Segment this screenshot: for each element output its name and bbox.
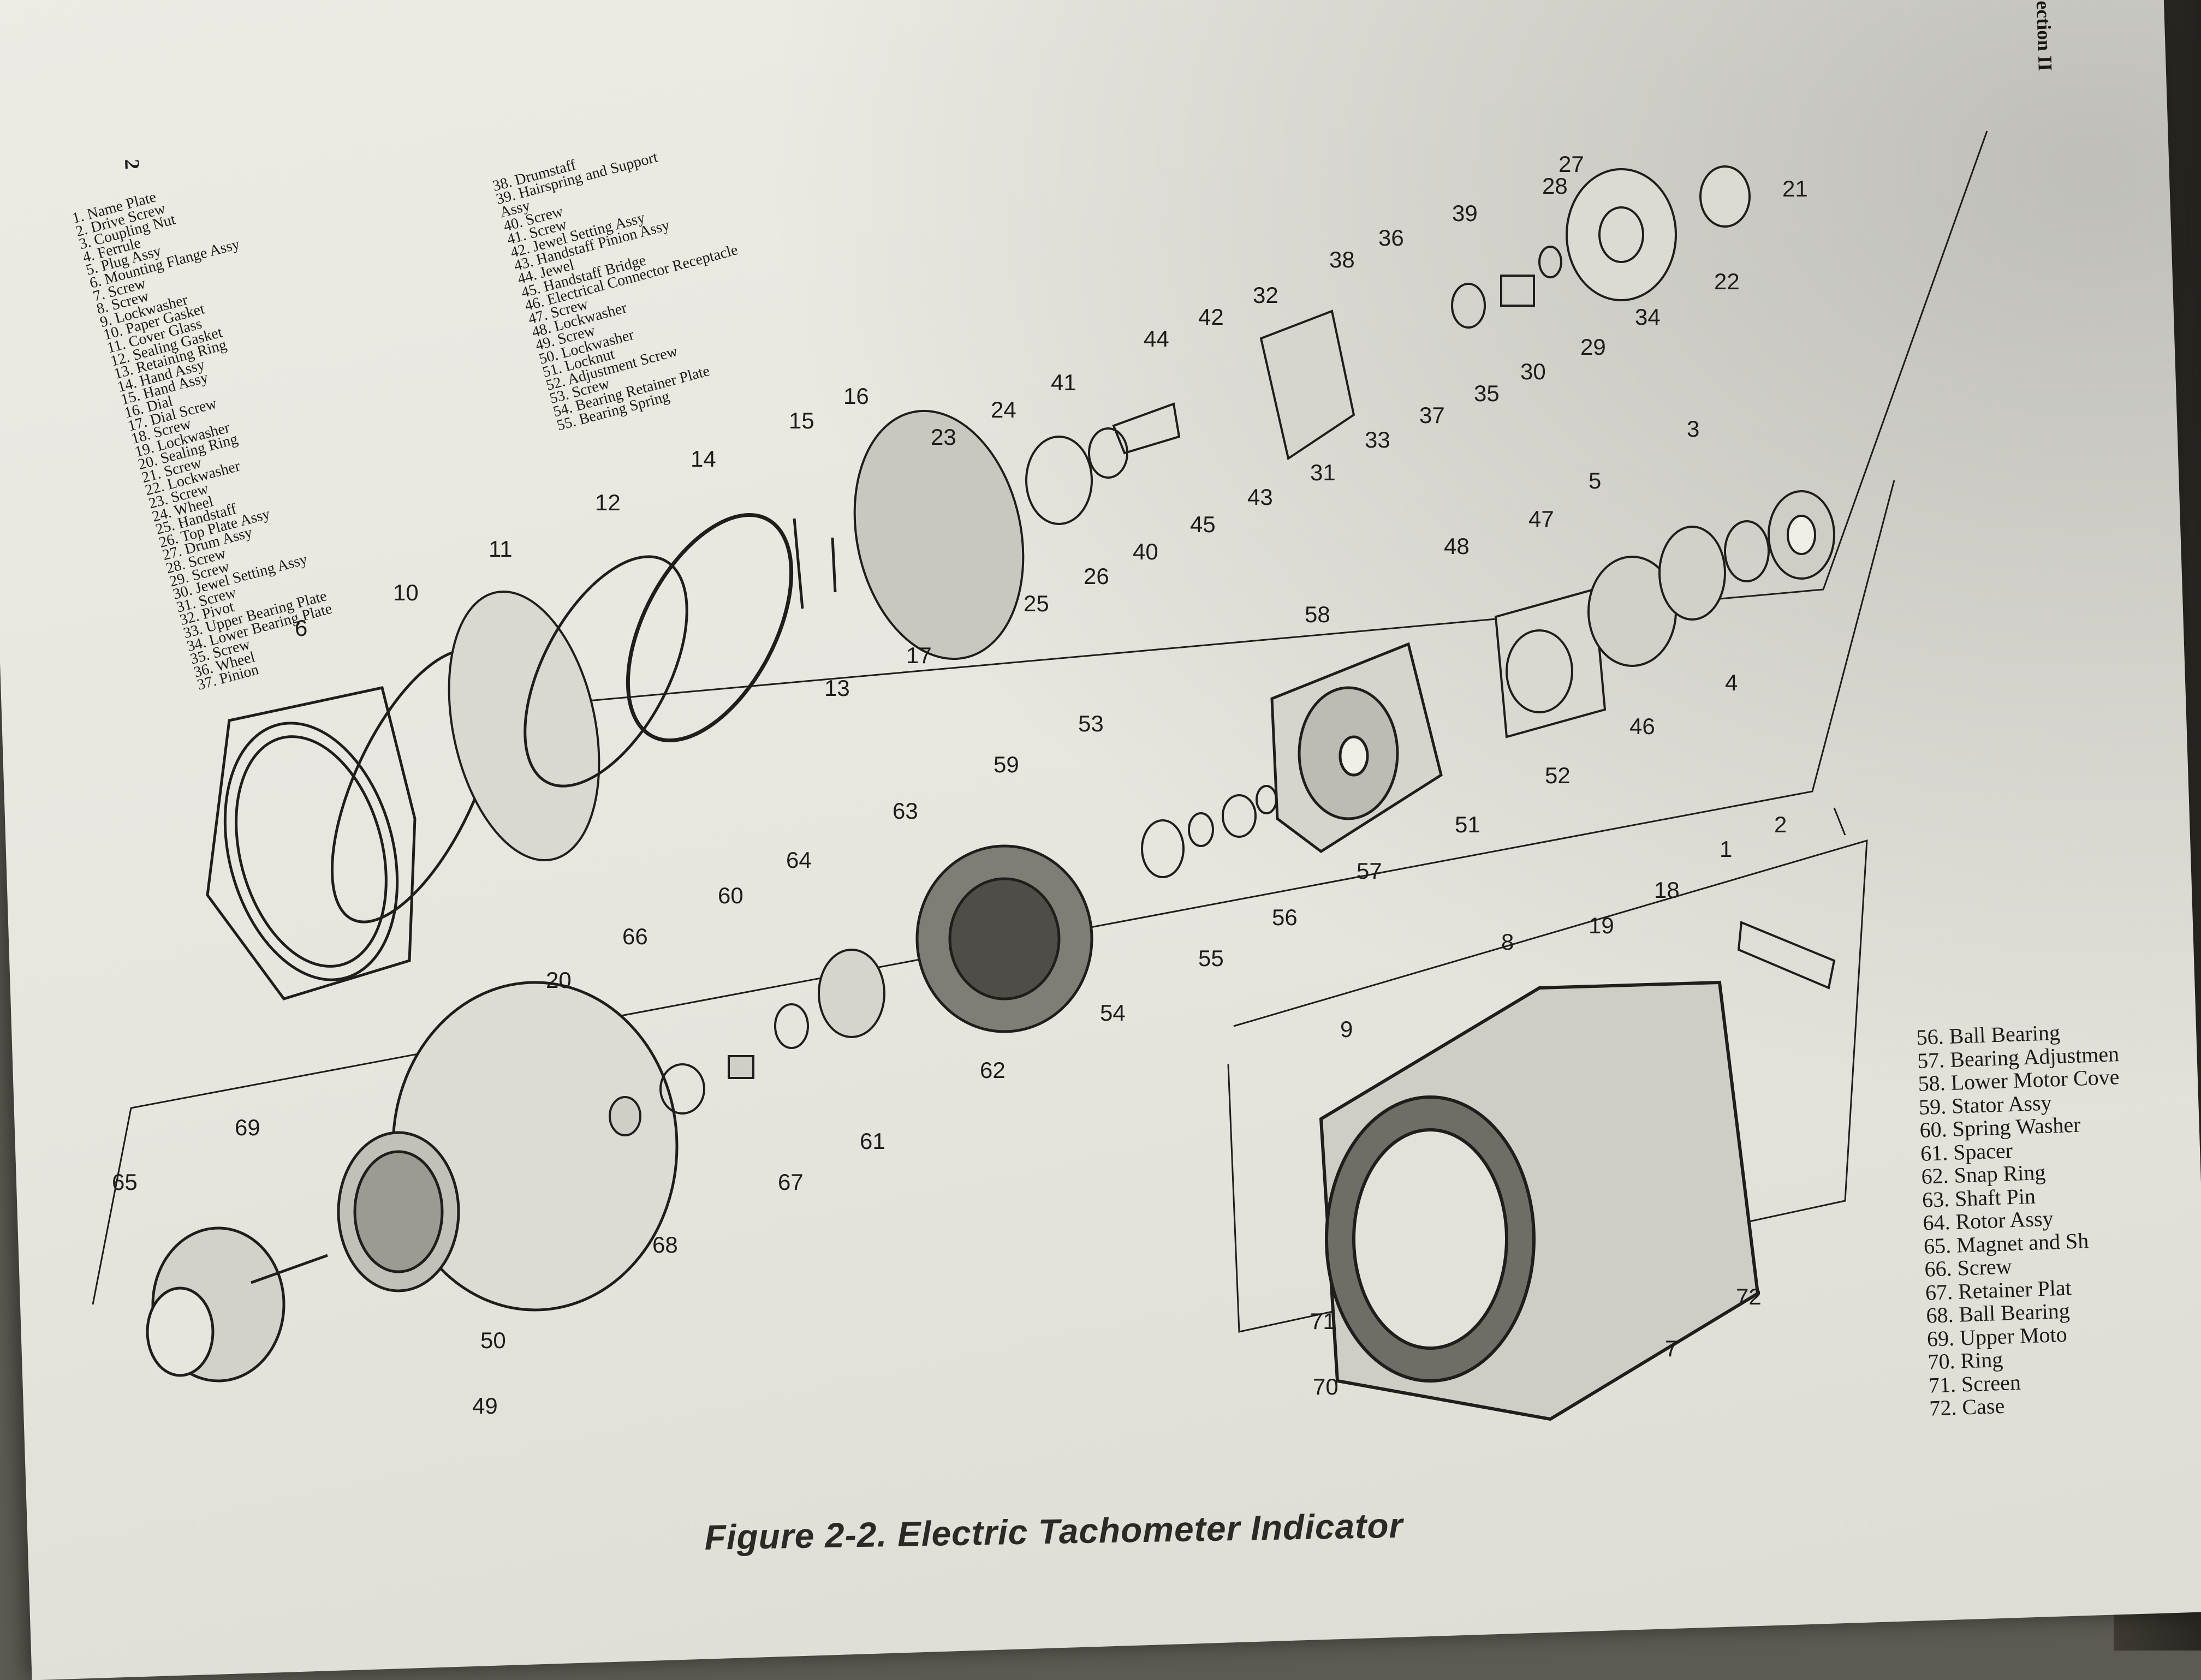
callout-35: 35 [1474, 380, 1500, 406]
callout-33: 33 [1365, 427, 1390, 452]
callout-46: 46 [1629, 713, 1655, 739]
part-wheel-24-26 [1025, 427, 1128, 525]
callout-24: 24 [991, 397, 1016, 422]
callout-21: 21 [1782, 176, 1808, 201]
part-plate-33 [1259, 309, 1355, 461]
callout-70: 70 [1313, 1374, 1339, 1399]
part-flange-6 [206, 686, 417, 1000]
callout-4: 4 [1725, 670, 1738, 695]
part-lower-cover-58 [1270, 642, 1443, 854]
callout-14: 14 [691, 446, 716, 472]
callout-28: 28 [1542, 173, 1568, 199]
callout-49: 49 [472, 1393, 498, 1419]
callout-54: 54 [1100, 1000, 1126, 1026]
callout-25: 25 [1024, 591, 1049, 616]
callout-45: 45 [1190, 511, 1216, 537]
callout-18: 18 [1654, 877, 1680, 903]
part-small-68-61 [609, 1055, 754, 1136]
callout-32: 32 [1253, 282, 1278, 308]
callout-15: 15 [789, 408, 814, 433]
part-case-72 [1319, 980, 1760, 1421]
callout-40: 40 [1133, 539, 1158, 564]
callout-34: 34 [1635, 304, 1661, 330]
callout-17: 17 [906, 642, 932, 668]
part-dial-16 [853, 409, 1025, 660]
callout-62: 62 [980, 1057, 1006, 1083]
part-upper-cover-69 [337, 981, 679, 1312]
callout-63: 63 [893, 798, 918, 824]
callout-12: 12 [595, 490, 621, 515]
callout-67: 67 [778, 1169, 804, 1195]
callout-58: 58 [1305, 601, 1330, 627]
part-drum-assy-27-34 [1566, 165, 1751, 301]
callout-26: 26 [1084, 563, 1109, 589]
callout-3: 3 [1687, 416, 1699, 442]
part-hairspring-35-39 [1451, 246, 1562, 329]
callout-51: 51 [1455, 812, 1480, 837]
callout-61: 61 [860, 1128, 885, 1154]
callout-20: 20 [546, 967, 572, 993]
part-retaining-ring-13 [626, 513, 794, 742]
callout-71: 71 [1310, 1308, 1336, 1334]
callout-72: 72 [1736, 1284, 1762, 1309]
part-coupling-3-4 [1768, 490, 1835, 580]
callout-48: 48 [1444, 533, 1470, 559]
part-bridge-45 [1112, 402, 1181, 455]
callout-labels: 1 2 3 4 5 6 7 8 9 10 11 12 13 14 15 16 1… [112, 151, 1808, 1419]
callout-22: 22 [1714, 269, 1740, 294]
part-plug-5 [1587, 520, 1770, 667]
part-bearing-54-57 [1141, 785, 1277, 878]
callout-10: 10 [393, 580, 419, 605]
callout-31: 31 [1310, 460, 1336, 485]
callout-23: 23 [931, 424, 956, 450]
callout-9: 9 [1340, 1016, 1353, 1042]
part-rotor-64 [774, 949, 885, 1049]
callout-30: 30 [1520, 359, 1546, 384]
part-sealing-gasket-12 [524, 555, 688, 788]
callout-65: 65 [112, 1169, 138, 1195]
callout-47: 47 [1528, 506, 1554, 532]
part-receptacle-46 [1494, 588, 1607, 738]
callout-36: 36 [1378, 225, 1404, 251]
callout-5: 5 [1589, 468, 1601, 493]
callout-7: 7 [1665, 1336, 1677, 1361]
part-stator-59 [915, 844, 1093, 1033]
callout-29: 29 [1580, 334, 1606, 360]
callout-57: 57 [1357, 858, 1382, 884]
callout-50: 50 [480, 1327, 506, 1353]
part-hands-14-15 [793, 518, 837, 609]
callout-53: 53 [1078, 711, 1104, 736]
callout-13: 13 [824, 675, 850, 701]
callout-68: 68 [652, 1232, 678, 1258]
callout-55: 55 [1198, 945, 1224, 971]
callout-66: 66 [622, 924, 648, 949]
callout-19: 19 [1589, 913, 1614, 938]
callout-2: 2 [1774, 812, 1787, 837]
callout-59: 59 [994, 752, 1019, 777]
callout-1: 1 [1720, 836, 1732, 862]
callout-27: 27 [1558, 151, 1584, 177]
callout-37: 37 [1419, 402, 1445, 428]
callout-38: 38 [1329, 247, 1355, 272]
callout-43: 43 [1247, 484, 1273, 510]
callout-60: 60 [718, 883, 743, 908]
callout-42: 42 [1198, 304, 1224, 330]
callout-44: 44 [1144, 326, 1169, 352]
callout-6: 6 [295, 615, 307, 641]
callout-52: 52 [1545, 762, 1571, 788]
callout-8: 8 [1501, 929, 1514, 955]
callout-56: 56 [1272, 904, 1298, 930]
part-nameplate-1 [1737, 921, 1836, 990]
callout-11: 11 [489, 536, 513, 562]
callout-41: 41 [1051, 370, 1076, 395]
callout-16: 16 [843, 383, 869, 409]
callout-69: 69 [235, 1115, 260, 1140]
callout-39: 39 [1452, 200, 1478, 226]
part-magnet-65 [146, 1226, 328, 1383]
callout-64: 64 [786, 847, 812, 873]
